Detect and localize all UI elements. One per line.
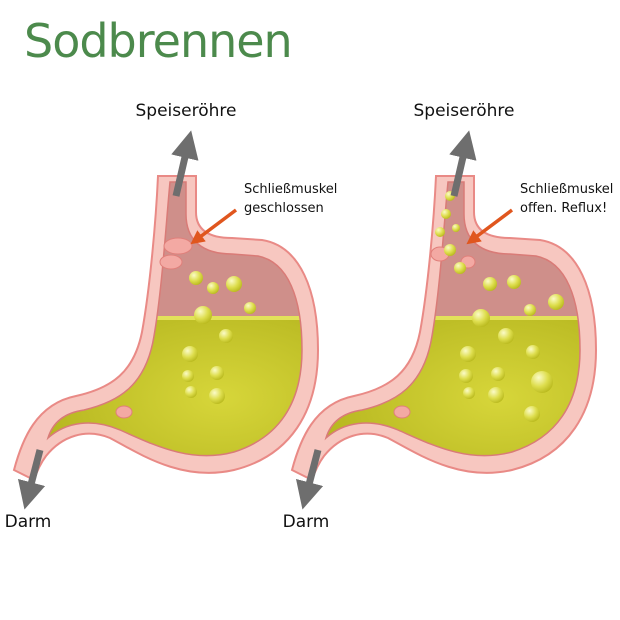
label-esophagus: Speiseröhre bbox=[414, 101, 515, 121]
pointer-arrow bbox=[190, 208, 238, 245]
pylorus bbox=[393, 405, 411, 419]
arrow-down-intestine bbox=[17, 449, 46, 510]
annotation-line-1: Schließmuskel bbox=[520, 182, 613, 197]
arrow-up-esophagus bbox=[449, 130, 477, 197]
annotation-line-1: Schließmuskel bbox=[244, 182, 337, 197]
acid-bubbles bbox=[435, 191, 564, 422]
panel-reflux: Speiseröhre Darm Schließmuskel offen. Re… bbox=[283, 101, 614, 532]
label-intestine: Darm bbox=[283, 512, 330, 532]
acid-bubbles bbox=[182, 271, 256, 404]
stomach-right bbox=[291, 175, 597, 481]
stomach-left bbox=[13, 175, 319, 481]
sphincter-closed bbox=[163, 237, 193, 255]
label-esophagus: Speiseröhre bbox=[136, 101, 237, 121]
label-intestine: Darm bbox=[5, 512, 52, 532]
page-title: Sodbrennen bbox=[24, 14, 293, 68]
annotation-line-2: offen. Reflux! bbox=[520, 201, 607, 216]
panel-closed: Speiseröhre Darm Schließmuskel geschloss… bbox=[5, 101, 338, 532]
arrow-down-intestine bbox=[295, 449, 324, 510]
pylorus bbox=[115, 405, 133, 419]
annotation-line-2: geschlossen bbox=[244, 201, 324, 216]
arrow-up-esophagus bbox=[171, 130, 199, 197]
pointer-arrow bbox=[466, 208, 514, 245]
